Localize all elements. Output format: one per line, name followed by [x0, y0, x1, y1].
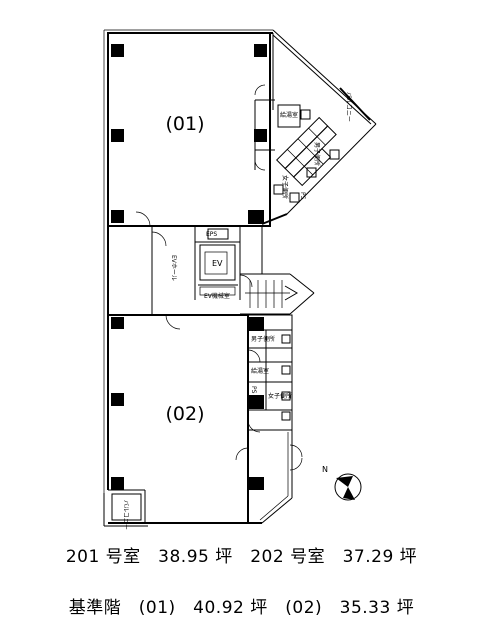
compass-letter: N — [322, 465, 328, 474]
ev-label: EV — [212, 259, 223, 268]
womens-wc-south-label: 女子便所 — [268, 392, 292, 400]
eps-label: EPS — [206, 231, 217, 238]
floor-plan: (01) (02) EV EVホール 給湯室 バルコニー 男子便所 女子便所 P… — [103, 29, 377, 530]
womens-wc-north-label: 女子便所 — [281, 175, 289, 199]
ps-north-label: PS — [299, 192, 306, 200]
unit-01-label: (01) — [165, 113, 204, 135]
mens-wc-north-label: 男子便所 — [313, 142, 321, 166]
ev-hall-label: EVホール — [170, 255, 177, 281]
ps-south-label: PS — [250, 386, 257, 394]
balcony-south-label: バルコニー — [122, 500, 129, 530]
ev-machine-label: EV機械室 — [204, 292, 230, 300]
north-arrow-icon: N — [322, 465, 362, 501]
unit-02-area — [108, 314, 303, 524]
pantry-north-label: 給湯室 — [280, 111, 298, 119]
unit-01-area — [107, 32, 275, 227]
balcony-south — [103, 489, 148, 527]
pantry-south-label: 給湯室 — [251, 367, 269, 375]
stairs — [240, 226, 315, 315]
area-summary-line-1: 201 号室 38.95 坪 202 号室 37.29 坪 — [65, 547, 418, 567]
floor-plan-drawing: (01) (02) EV EVホール 給湯室 バルコニー 男子便所 女子便所 P… — [103, 29, 377, 530]
unit-02-label: (02) — [165, 403, 204, 425]
balcony-north-label: バルコニー — [345, 92, 352, 122]
north-core — [273, 104, 340, 203]
area-summary-line-2: 基準階 (01) 40.92 坪 (02) 35.33 坪 — [68, 598, 415, 618]
middle-core — [108, 211, 315, 330]
mens-wc-south-label: 男子便所 — [251, 335, 275, 343]
